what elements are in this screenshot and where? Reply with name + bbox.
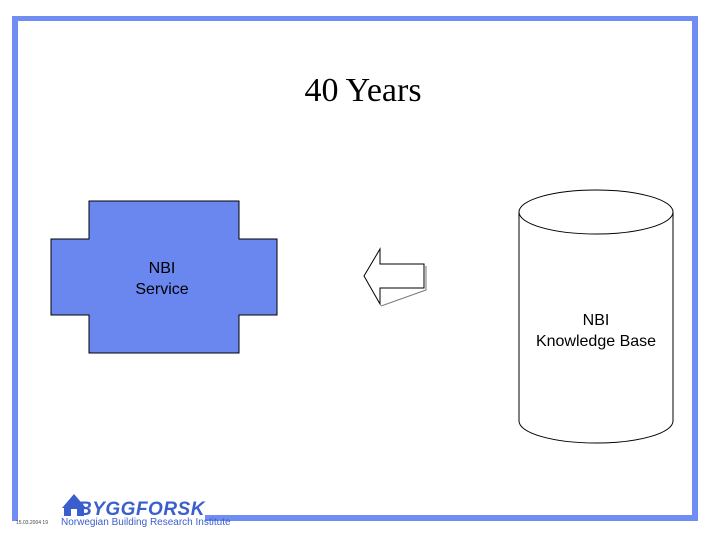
kb-label-line2: Knowledge Base [535, 333, 657, 350]
logo-wordmark: BYGGFORSK [78, 499, 205, 520]
kb-label-line1: NBI [582, 312, 610, 329]
left-arrow-icon [363, 247, 425, 306]
service-label-line2: Service [135, 281, 189, 298]
knowledge-base-label: NBI Knowledge Base [516, 310, 676, 352]
slide-frame-bottom [205, 515, 698, 521]
service-label: NBI Service [112, 258, 212, 300]
slide-title: 40 Years [304, 72, 422, 109]
arrow-shadow [380, 266, 427, 307]
slide-frame [12, 16, 698, 521]
slide-reference: 15.03.2004 19 [16, 520, 48, 526]
logo-house-icon [62, 494, 86, 516]
knowledge-base-cylinder [518, 189, 674, 444]
service-shape [50, 200, 278, 354]
service-label-line1: NBI [148, 260, 176, 277]
logo-tagline: Norwegian Building Research Institute [61, 517, 231, 528]
